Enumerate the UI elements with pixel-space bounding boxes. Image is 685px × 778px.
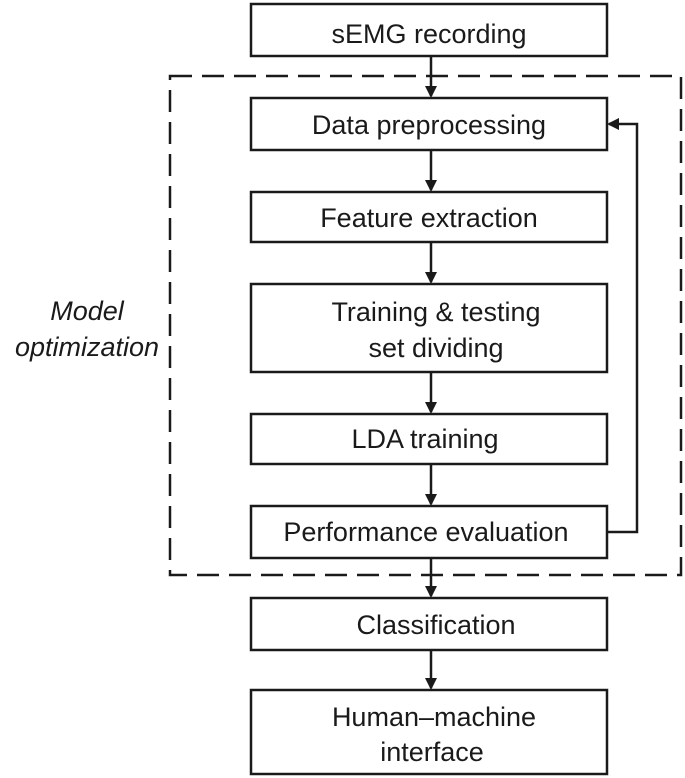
- node-lda-training: LDA training: [249, 412, 609, 466]
- feedback-arrow-evaluation-to-preprocessing: [607, 118, 639, 534]
- node-semg-recording: sEMG recording: [249, 2, 609, 58]
- node-classification-label: Classification: [356, 610, 515, 640]
- node-classification: Classification: [249, 596, 609, 652]
- group-label-line-1: Model: [50, 296, 125, 326]
- model-optimization-group-border: [168, 74, 683, 577]
- node-performance-evaluation-label: Performance evaluation: [283, 517, 568, 547]
- node-data-preprocessing-label: Data preprocessing: [312, 110, 546, 140]
- node-human-machine-interface: Human–machine interface: [249, 688, 609, 776]
- node-training-testing-label-line-2: set dividing: [368, 333, 503, 363]
- node-feature-extraction-label: Feature extraction: [320, 203, 538, 233]
- group-label-line-2: optimization: [15, 332, 159, 362]
- node-semg-recording-label: sEMG recording: [331, 19, 526, 49]
- node-human-machine-label-line-2: interface: [380, 737, 484, 767]
- node-human-machine-label-line-1: Human–machine: [332, 702, 536, 732]
- node-data-preprocessing: Data preprocessing: [249, 96, 609, 152]
- node-training-testing-set-dividing: Training & testing set dividing: [249, 282, 609, 374]
- node-performance-evaluation: Performance evaluation: [249, 504, 609, 560]
- node-feature-extraction: Feature extraction: [249, 190, 609, 244]
- node-lda-training-label: LDA training: [351, 424, 498, 454]
- node-training-testing-label-line-1: Training & testing: [331, 297, 540, 327]
